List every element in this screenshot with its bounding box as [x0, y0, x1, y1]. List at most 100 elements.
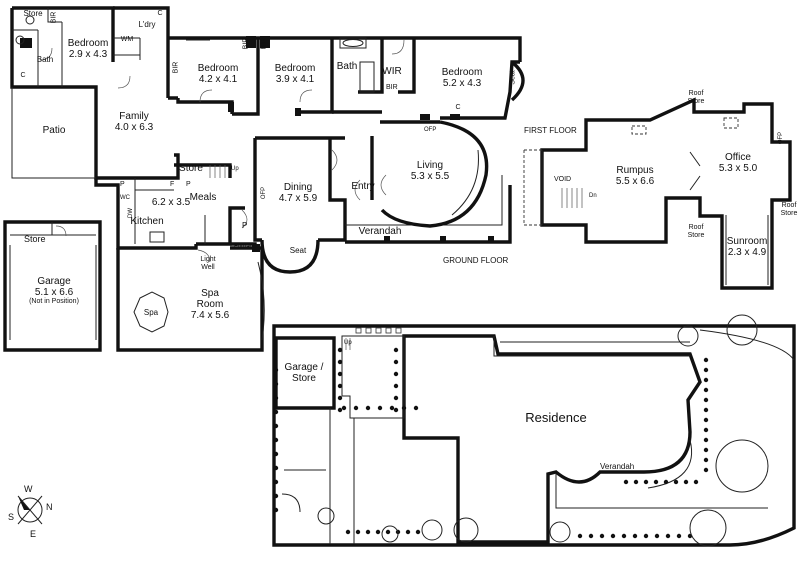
fridge-label: F [170, 181, 175, 188]
spa-label: Spa [143, 308, 159, 317]
bath-a-label: Bath [36, 55, 54, 64]
shrub-dot [413, 405, 419, 411]
shrub-dot [393, 383, 399, 389]
shrub-dot [703, 437, 709, 443]
ofp-label: OFP [424, 127, 437, 133]
shrub-dot [673, 479, 679, 485]
shrub-dot [599, 533, 605, 539]
shrub-dot [693, 479, 699, 485]
shrub-dot [273, 493, 279, 499]
shrub-dot [355, 529, 361, 535]
shrub-dot [273, 451, 279, 457]
piers [20, 36, 494, 252]
shrub-dot [393, 407, 399, 413]
shrub-dot [623, 479, 629, 485]
shrub-dot [337, 395, 343, 401]
laundry-label: L'dry [138, 20, 156, 29]
meals-label: Meals [189, 192, 217, 203]
seat-label: Seat [509, 70, 517, 85]
shrub-dot [703, 377, 709, 383]
spa-tub [133, 291, 169, 333]
compass-east: E [30, 529, 37, 539]
trees [317, 314, 769, 547]
shrub-dot [703, 407, 709, 413]
shrub-dot [643, 479, 649, 485]
shrub-dot [273, 409, 279, 415]
wm-label: WM [120, 36, 134, 43]
shrub-dot [365, 529, 371, 535]
shrub-dot [577, 533, 583, 539]
up-label: Up [231, 166, 239, 172]
bir-label: BIR [172, 61, 180, 74]
seat-label: Seat [289, 246, 307, 255]
shrub-dot [683, 479, 689, 485]
shrub-dot [665, 533, 671, 539]
bir-label: BIR [50, 11, 58, 24]
shrub-dot [365, 405, 371, 411]
bath-b-label: Bath [336, 61, 358, 72]
bir-label: BIR [260, 37, 268, 50]
shrub-dot [273, 395, 279, 401]
curved-bays [257, 60, 525, 341]
shrub-dot [676, 533, 682, 539]
shrub-dot [273, 367, 279, 373]
site-verandah-label: Verandah [600, 462, 635, 471]
pantry-label: P [186, 181, 191, 188]
shrub-dot [375, 529, 381, 535]
site-garage-label: Garage /Store [284, 362, 324, 384]
shrub-dot [632, 533, 638, 539]
shrub-dot [703, 447, 709, 453]
ground-floor-walls [3, 6, 522, 352]
compass-north: N [46, 502, 53, 512]
shrub-dot [654, 533, 660, 539]
shrub-dot [273, 423, 279, 429]
shrub-dot [273, 465, 279, 471]
ofp-label: OFP [261, 186, 268, 200]
planter-box [375, 327, 382, 334]
store-mid-label: Store [179, 163, 203, 174]
bir-label: BIR [242, 37, 250, 50]
shrub-dot [588, 533, 594, 539]
shrub-dot [703, 397, 709, 403]
bir-label: BIR [386, 84, 398, 91]
shrub-dot [337, 347, 343, 353]
entry-label: Entry [351, 181, 375, 192]
shrub-dot [273, 381, 279, 387]
shrub-dot [337, 407, 343, 413]
shrub-dot [633, 479, 639, 485]
shrub-dot [703, 367, 709, 373]
shrub-dot [703, 417, 709, 423]
garage-store-label: Store [24, 234, 46, 244]
shrub-dot [337, 359, 343, 365]
ground-floor-title: GROUND FLOOR [443, 256, 509, 265]
ofp-label: OFP [778, 131, 785, 145]
down-label: Dn [589, 193, 597, 199]
shrub-dot [393, 371, 399, 377]
planter-box [365, 327, 372, 334]
shrub-dot [703, 427, 709, 433]
furnace-label: Furnace [234, 244, 257, 250]
shrub-dot [401, 405, 407, 411]
cupboard-label: C [157, 10, 163, 17]
up-label: Up [344, 340, 352, 346]
shrub-dot [405, 529, 411, 535]
shrub-dot [337, 383, 343, 389]
shrub-dot [385, 529, 391, 535]
pantry-label: P [120, 181, 125, 188]
cupboard-label: C [455, 104, 461, 111]
pantry-label: P [242, 221, 248, 230]
void-label: VOID [554, 176, 572, 183]
shrub-dot [703, 357, 709, 363]
shrub-dot [273, 479, 279, 485]
fixtures [15, 15, 375, 244]
